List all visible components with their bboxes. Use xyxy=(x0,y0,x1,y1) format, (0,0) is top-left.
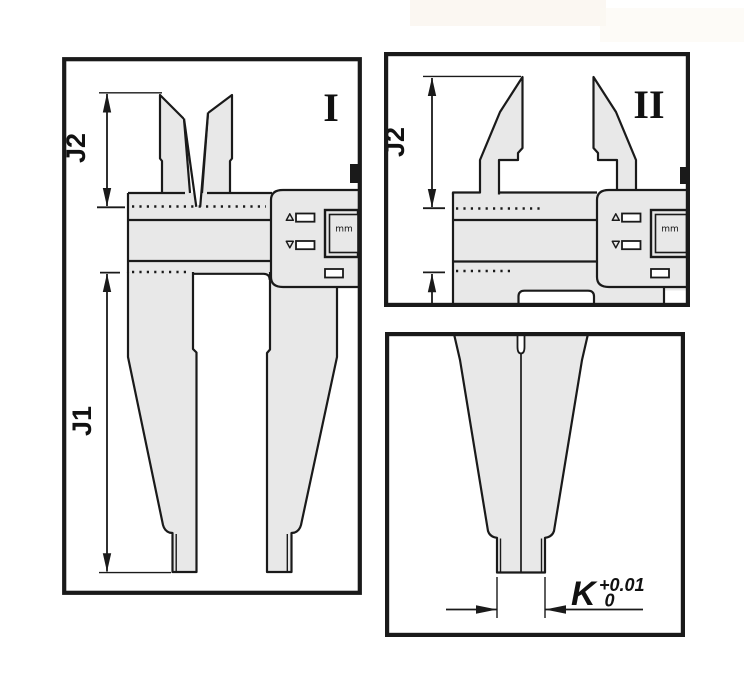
inside-jaw-edge xyxy=(182,118,198,207)
panel-3-jaw-tip-detail: K +0.01 0 xyxy=(385,332,685,637)
depth-bar-tab xyxy=(350,164,360,183)
unit-label: mm xyxy=(335,225,353,235)
display-module: mm xyxy=(595,188,689,289)
upper-jaw-left xyxy=(158,93,192,194)
scan-artifact xyxy=(410,0,606,26)
depth-bar-tab xyxy=(680,167,690,184)
k-label: K xyxy=(571,575,598,613)
dimension-k: K +0.01 0 xyxy=(446,575,645,618)
triangle-down-icon xyxy=(611,240,621,249)
down-button xyxy=(621,240,642,251)
panel-frame xyxy=(385,332,685,637)
lower-jaw-right xyxy=(265,272,339,574)
triangle-up-icon xyxy=(611,213,621,222)
triangle-down-icon xyxy=(285,240,295,249)
down-button xyxy=(295,240,316,251)
lower-jaw-right xyxy=(594,287,664,305)
lower-jaw-left xyxy=(453,288,519,305)
up-button xyxy=(621,212,642,223)
up-button xyxy=(295,212,316,223)
k-tolerance-upper: +0.01 xyxy=(599,575,645,595)
j2-label: J2 xyxy=(62,133,91,163)
triangle-up-icon xyxy=(285,213,295,222)
dimension-cut xyxy=(423,271,445,305)
dimension-j2: J2 xyxy=(62,92,162,209)
display-screen-inner xyxy=(328,213,359,254)
bottom-button xyxy=(650,268,670,279)
panel-numeral: I xyxy=(323,85,339,130)
panel-2-caliper-view: mm J2 II xyxy=(384,52,690,307)
scan-artifact xyxy=(600,8,744,42)
dimension-j1: J1 xyxy=(67,271,171,574)
display-module: mm xyxy=(269,188,360,289)
panel-1-caliper-view: mm J2 J1 I xyxy=(62,57,362,595)
display-screen-inner xyxy=(654,213,688,254)
lower-jaw-left xyxy=(126,272,198,574)
upper-jaw-left xyxy=(451,75,524,195)
k-tolerance-lower: 0 xyxy=(605,591,615,611)
j2-label: J2 xyxy=(384,127,410,157)
panel-numeral: II xyxy=(633,82,664,127)
inside-jaw-edge xyxy=(199,112,210,207)
dimension-j2: J2 xyxy=(384,75,521,210)
j1-label: J1 xyxy=(67,406,97,436)
panel-frame xyxy=(62,57,362,595)
unit-label: mm xyxy=(661,225,679,235)
bottom-button xyxy=(324,268,344,279)
upper-jaw-right xyxy=(200,93,234,194)
jaw-top-slot xyxy=(516,333,526,355)
